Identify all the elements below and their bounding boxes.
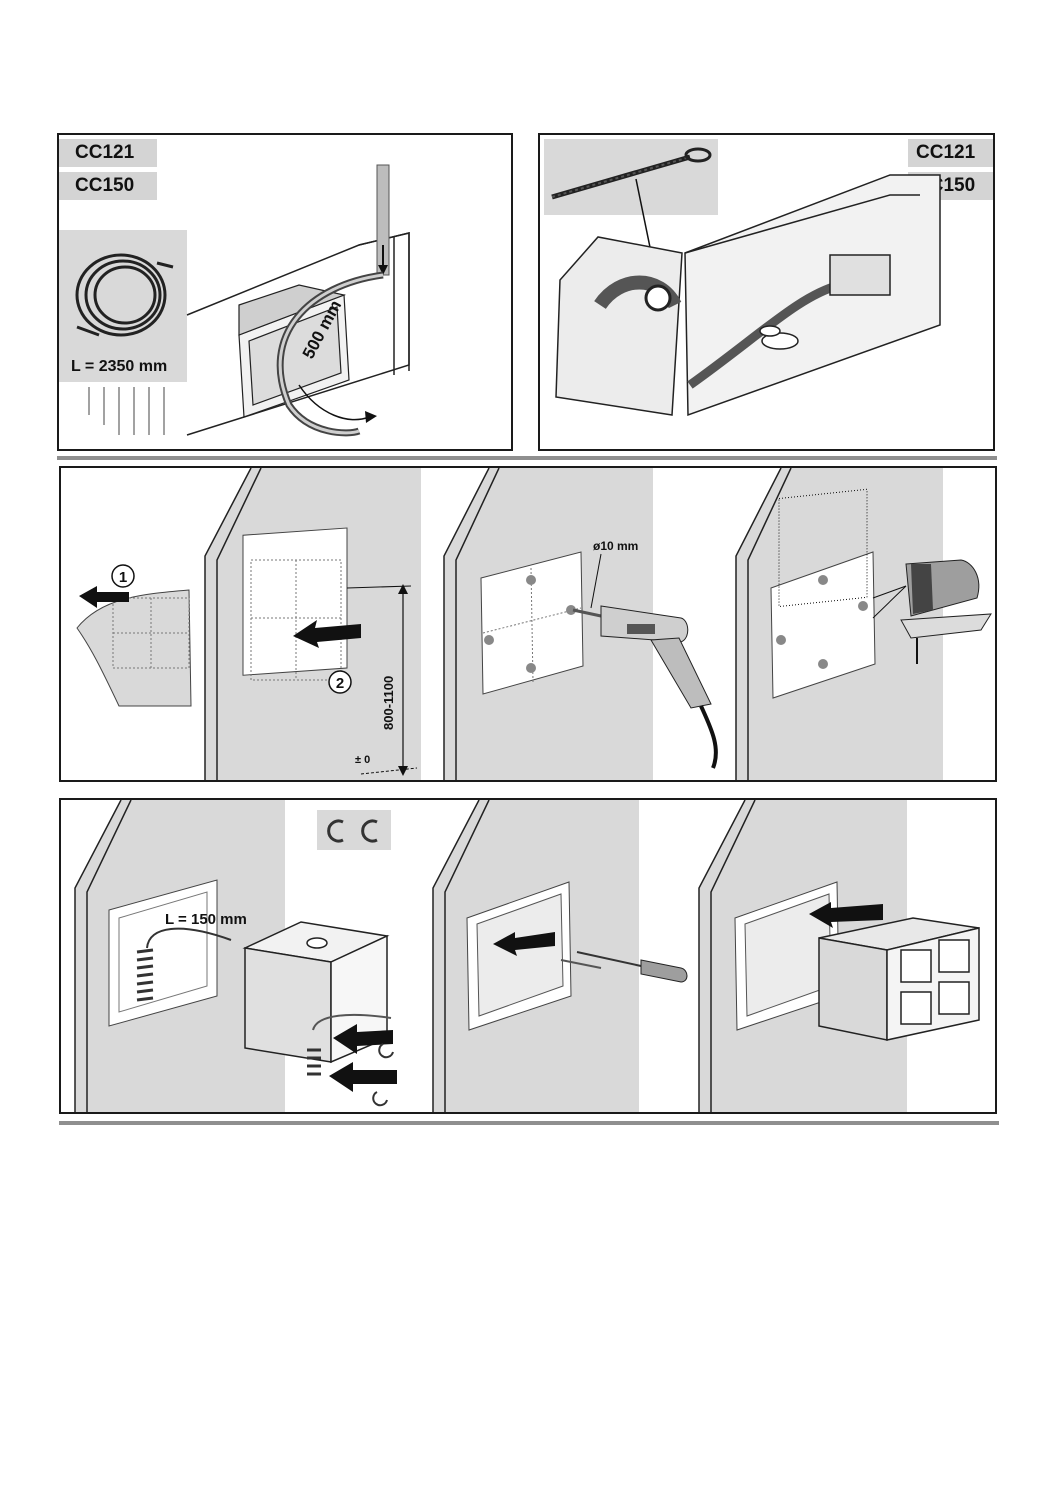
wall-section-1: 2 800-1100 ± 0 [204,468,421,780]
step-1-marker: 1 [119,569,127,586]
side-housing [555,236,683,416]
mounting-preparation-illustration: 1 2 800-1100 ± 0 [76,468,992,780]
box-insert-arrow [493,932,555,956]
drill-mark-top [526,575,536,585]
panel-box-installation: L = 150 mm [59,798,997,1114]
box-installation-illustration: L = 150 mm [74,800,980,1112]
insert-arrow-upper [333,1024,393,1054]
drill-mark-right [566,605,576,615]
drill-icon [572,605,718,769]
front-insert-block [818,917,980,1041]
step-2-marker: 2 [336,675,344,692]
panel-cable-routing: CC121 CC150 L = 2350 mm [57,133,513,451]
height-range-label: 800-1100 [381,676,396,730]
drill-diameter-label: ø10 mm [593,539,638,553]
screwdriver-icon [576,951,688,983]
section-divider-1 [57,456,997,460]
mounting-box [238,284,350,418]
bend-direction-arrow [298,384,370,421]
cable-routing-illustration: L = 2350 mm 500 mm [59,164,410,437]
pointer-line [635,178,653,258]
wall-housing [186,232,410,436]
wall-section-2: ø10 mm [443,468,718,780]
cable-length-label: L = 2350 mm [71,358,167,375]
wall-section-cable-recess: L = 150 mm [74,800,285,1112]
drill-mark-bottom [526,663,536,673]
wall-section-screw-box [432,800,688,1112]
section-divider-2 [59,1121,999,1125]
wall-base-lines [88,387,165,435]
model-tag-cc150: CC150 [59,172,157,200]
cable-tie-icon [551,147,712,200]
panel-cable-tie: CC121 CC150 [538,133,995,451]
cable-coil-icon [75,253,174,337]
clip-icon [327,819,378,843]
drill-mark-left [484,635,494,645]
vertical-cable [376,164,390,276]
template-peel: 1 [76,564,192,707]
peel-arrow [79,586,129,608]
insert-arrow-lower [329,1062,397,1092]
model-tag-cc121: CC121 [908,139,993,167]
press-arrow [293,620,361,648]
model-tag-cc121: CC121 [59,139,157,167]
jigsaw-icon [900,559,992,664]
front-housing [684,174,941,417]
cable-end-length-label: L = 150 mm [165,911,247,928]
floor-level-label: ± 0 [355,754,370,766]
mounting-box-3d [242,921,397,1107]
wall-section-front-insert [698,800,980,1112]
wall-section-3 [735,468,992,780]
coiled-cable-icon [136,927,232,1002]
panel-mounting-preparation: 1 2 800-1100 ± 0 [59,466,997,782]
cable-tie-illustration [544,139,941,417]
insert-push-arrow [809,902,883,928]
